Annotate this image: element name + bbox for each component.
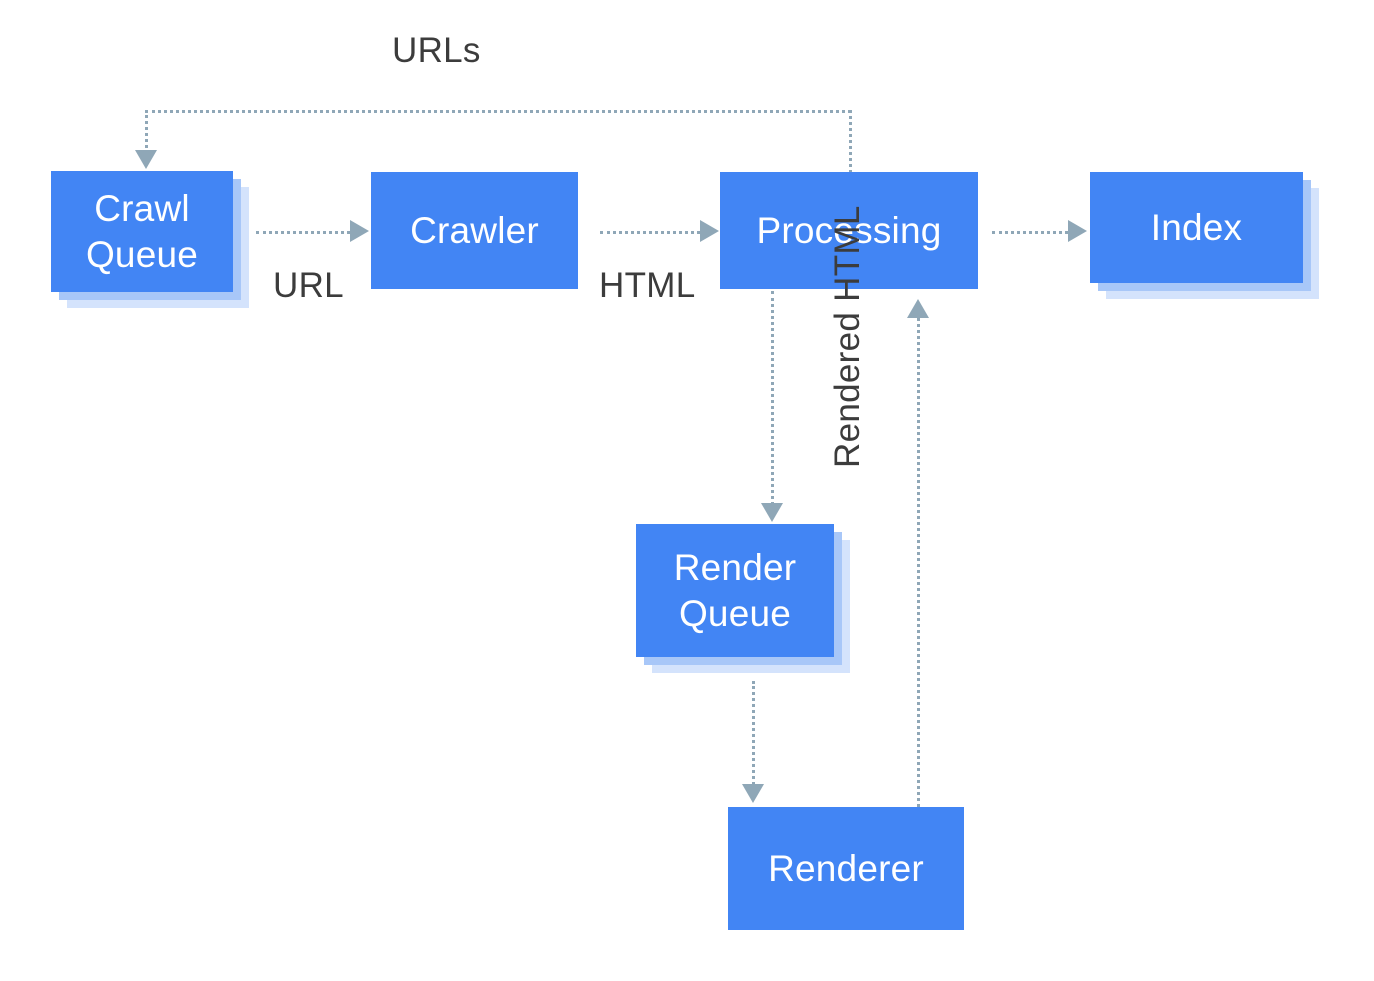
edge-processing-to-crawl-queue-horizontal [145,110,851,113]
node-index[interactable]: Index [1090,172,1303,283]
edge-label-html: HTML [599,266,696,305]
edge-processing-to-crawl-queue-riser [849,110,852,173]
arrowhead-into-crawler [350,220,369,242]
edge-label-urls: URLs [392,31,481,70]
node-renderer[interactable]: Renderer [728,807,964,930]
edge-renderer-to-processing [917,318,920,807]
edge-processing-to-crawl-queue-drop [145,110,148,153]
edge-label-rendered-html: Rendered HTML [828,205,867,468]
edge-render-queue-to-renderer [752,681,755,785]
arrowhead-into-processing [700,220,719,242]
arrowhead-into-crawl-queue [135,150,157,169]
edge-label-url: URL [273,266,344,305]
edge-processing-to-index [992,231,1068,234]
arrowhead-into-render-queue [761,503,783,522]
node-crawler[interactable]: Crawler [371,172,578,289]
node-processing[interactable]: Processing [720,172,978,289]
node-crawl-queue[interactable]: Crawl Queue [51,171,233,292]
arrowhead-into-processing-from-renderer [907,299,929,318]
edge-crawl-queue-to-crawler [256,231,350,234]
arrowhead-into-index [1068,220,1087,242]
edge-processing-to-render-queue [771,291,774,505]
node-render-queue[interactable]: Render Queue [636,524,834,657]
arrowhead-into-renderer [742,784,764,803]
edge-crawler-to-processing [600,231,700,234]
